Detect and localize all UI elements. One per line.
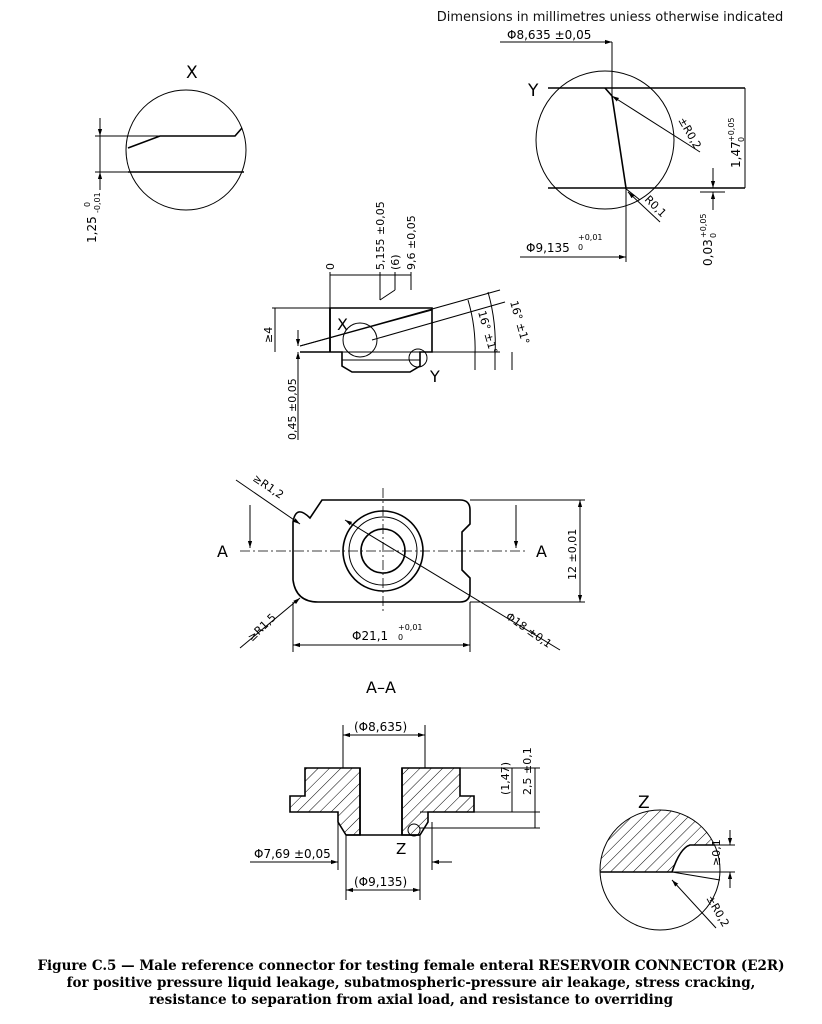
detail-z-dim-01: ≥0,1 bbox=[710, 839, 723, 866]
detail-y-circle bbox=[535, 70, 675, 210]
section-aa: A–A (Φ8,635) (1,47) 2,5 ±0,1 Z Φ7,69 ±0,… bbox=[250, 678, 540, 900]
top-view: A A ≥R1,2 ≥R1,5 12 ±0,01 Φ21,1 +0,01 0 Φ… bbox=[217, 472, 585, 652]
detail-y-dim-r02: ±R0,2 bbox=[675, 115, 703, 151]
top-view-outline bbox=[292, 499, 471, 603]
detail-x-tol-upper: 0 bbox=[83, 202, 92, 207]
side-view-dim-96: 9,6 ±0,05 bbox=[405, 215, 418, 270]
detail-y-dim-8635: Φ8,635 ±0,05 bbox=[507, 28, 591, 42]
section-aa-label: A–A bbox=[366, 678, 396, 697]
detail-y-9135-tol-lower: 0 bbox=[578, 243, 583, 252]
side-view-detail-x-marker bbox=[342, 322, 378, 358]
section-aa-right-wall bbox=[401, 767, 475, 836]
section-aa-left-wall bbox=[289, 767, 361, 836]
detail-y-147-tol-lower: 0 bbox=[737, 137, 746, 142]
side-view-dim-16a: 16° ±1° bbox=[475, 309, 500, 356]
top-view-211-tol-lower: 0 bbox=[398, 633, 403, 642]
detail-x: X 1,25 0 -0,01 bbox=[83, 63, 247, 243]
detail-x-profile-top bbox=[127, 127, 243, 149]
detail-x-dim-125: 1,25 bbox=[85, 216, 99, 243]
dimensions-note: Dimensions in millimetres uniess otherwi… bbox=[436, 10, 784, 25]
detail-y-147-tol-upper: +0,05 bbox=[727, 117, 736, 142]
detail-y-003-tol-upper: +0,05 bbox=[699, 213, 708, 238]
side-view-dim-4: ≥4 bbox=[262, 327, 275, 343]
detail-z-label: Z bbox=[638, 793, 650, 813]
side-view: X Y 0 5,155 ±0,05 (6) 9,6 ±0,05 ≥4 0,45 … bbox=[262, 201, 532, 440]
detail-y-9135-tol-upper: +0,01 bbox=[578, 233, 603, 242]
detail-z-dim-r02: ±R0,2 bbox=[703, 893, 731, 929]
side-view-dim-5155: 5,155 ±0,05 bbox=[374, 201, 387, 270]
detail-y-dim-147: 1,47 bbox=[729, 141, 743, 168]
detail-y-dim-9135: Φ9,135 bbox=[526, 241, 570, 255]
section-aa-dim-9135: (Φ9,135) bbox=[354, 875, 407, 889]
caption-line-1: Figure C.5 — Male reference connector fo… bbox=[37, 958, 785, 974]
detail-x-circle bbox=[125, 89, 247, 211]
caption-line-3: resistance to separation from axial load… bbox=[148, 992, 674, 1008]
side-view-dim-045: 0,45 ±0,05 bbox=[286, 378, 299, 440]
detail-y: Y Φ8,635 ±0,05 ±R0,2 1,47 +0,05 0 R0,1 Φ… bbox=[500, 28, 746, 266]
side-view-detail-y-marker bbox=[408, 348, 428, 368]
top-view-dim-18: Φ18 ±0,1 bbox=[503, 610, 554, 651]
section-aa-detail-z-marker bbox=[407, 823, 421, 837]
detail-y-dim-003: 0,03 bbox=[701, 239, 715, 266]
section-aa-dim-8635: (Φ8,635) bbox=[354, 720, 407, 734]
section-aa-label-z: Z bbox=[396, 840, 406, 858]
top-view-dim-211: Φ21,1 bbox=[352, 629, 388, 643]
top-view-dim-r15: ≥R1,5 bbox=[245, 611, 279, 644]
figure-caption: Figure C.5 — Male reference connector fo… bbox=[10, 958, 812, 1009]
detail-x-tol-lower: -0,01 bbox=[93, 192, 102, 213]
top-view-dim-r12: ≥R1,2 bbox=[250, 472, 286, 502]
section-aa-dim-147: (1,47) bbox=[499, 762, 512, 795]
top-view-211-tol-upper: +0,01 bbox=[398, 623, 423, 632]
side-view-label-x: X bbox=[337, 315, 348, 334]
section-aa-dim-25: 2,5 ±0,1 bbox=[521, 747, 534, 795]
detail-y-003-tol-lower: 0 bbox=[709, 233, 718, 238]
detail-x-label: X bbox=[186, 63, 198, 83]
detail-z-section bbox=[600, 810, 720, 873]
top-view-dim-12: 12 ±0,01 bbox=[566, 529, 579, 580]
detail-y-label: Y bbox=[527, 81, 539, 101]
side-view-dim-16b: 16° ±1° bbox=[507, 299, 532, 346]
section-a-right-label: A bbox=[536, 542, 547, 561]
section-a-left-label: A bbox=[217, 542, 228, 561]
side-view-dim-0: 0 bbox=[324, 263, 337, 270]
caption-line-2: for positive pressure liquid leakage, su… bbox=[66, 975, 756, 991]
side-view-dim-6: (6) bbox=[389, 254, 402, 270]
side-view-label-y: Y bbox=[429, 367, 440, 386]
section-aa-dim-769: Φ7,69 ±0,05 bbox=[254, 847, 331, 861]
detail-z: Z ≥0,1 ±R0,2 bbox=[599, 793, 735, 931]
detail-y-dim-r01: R0,1 bbox=[642, 193, 669, 220]
